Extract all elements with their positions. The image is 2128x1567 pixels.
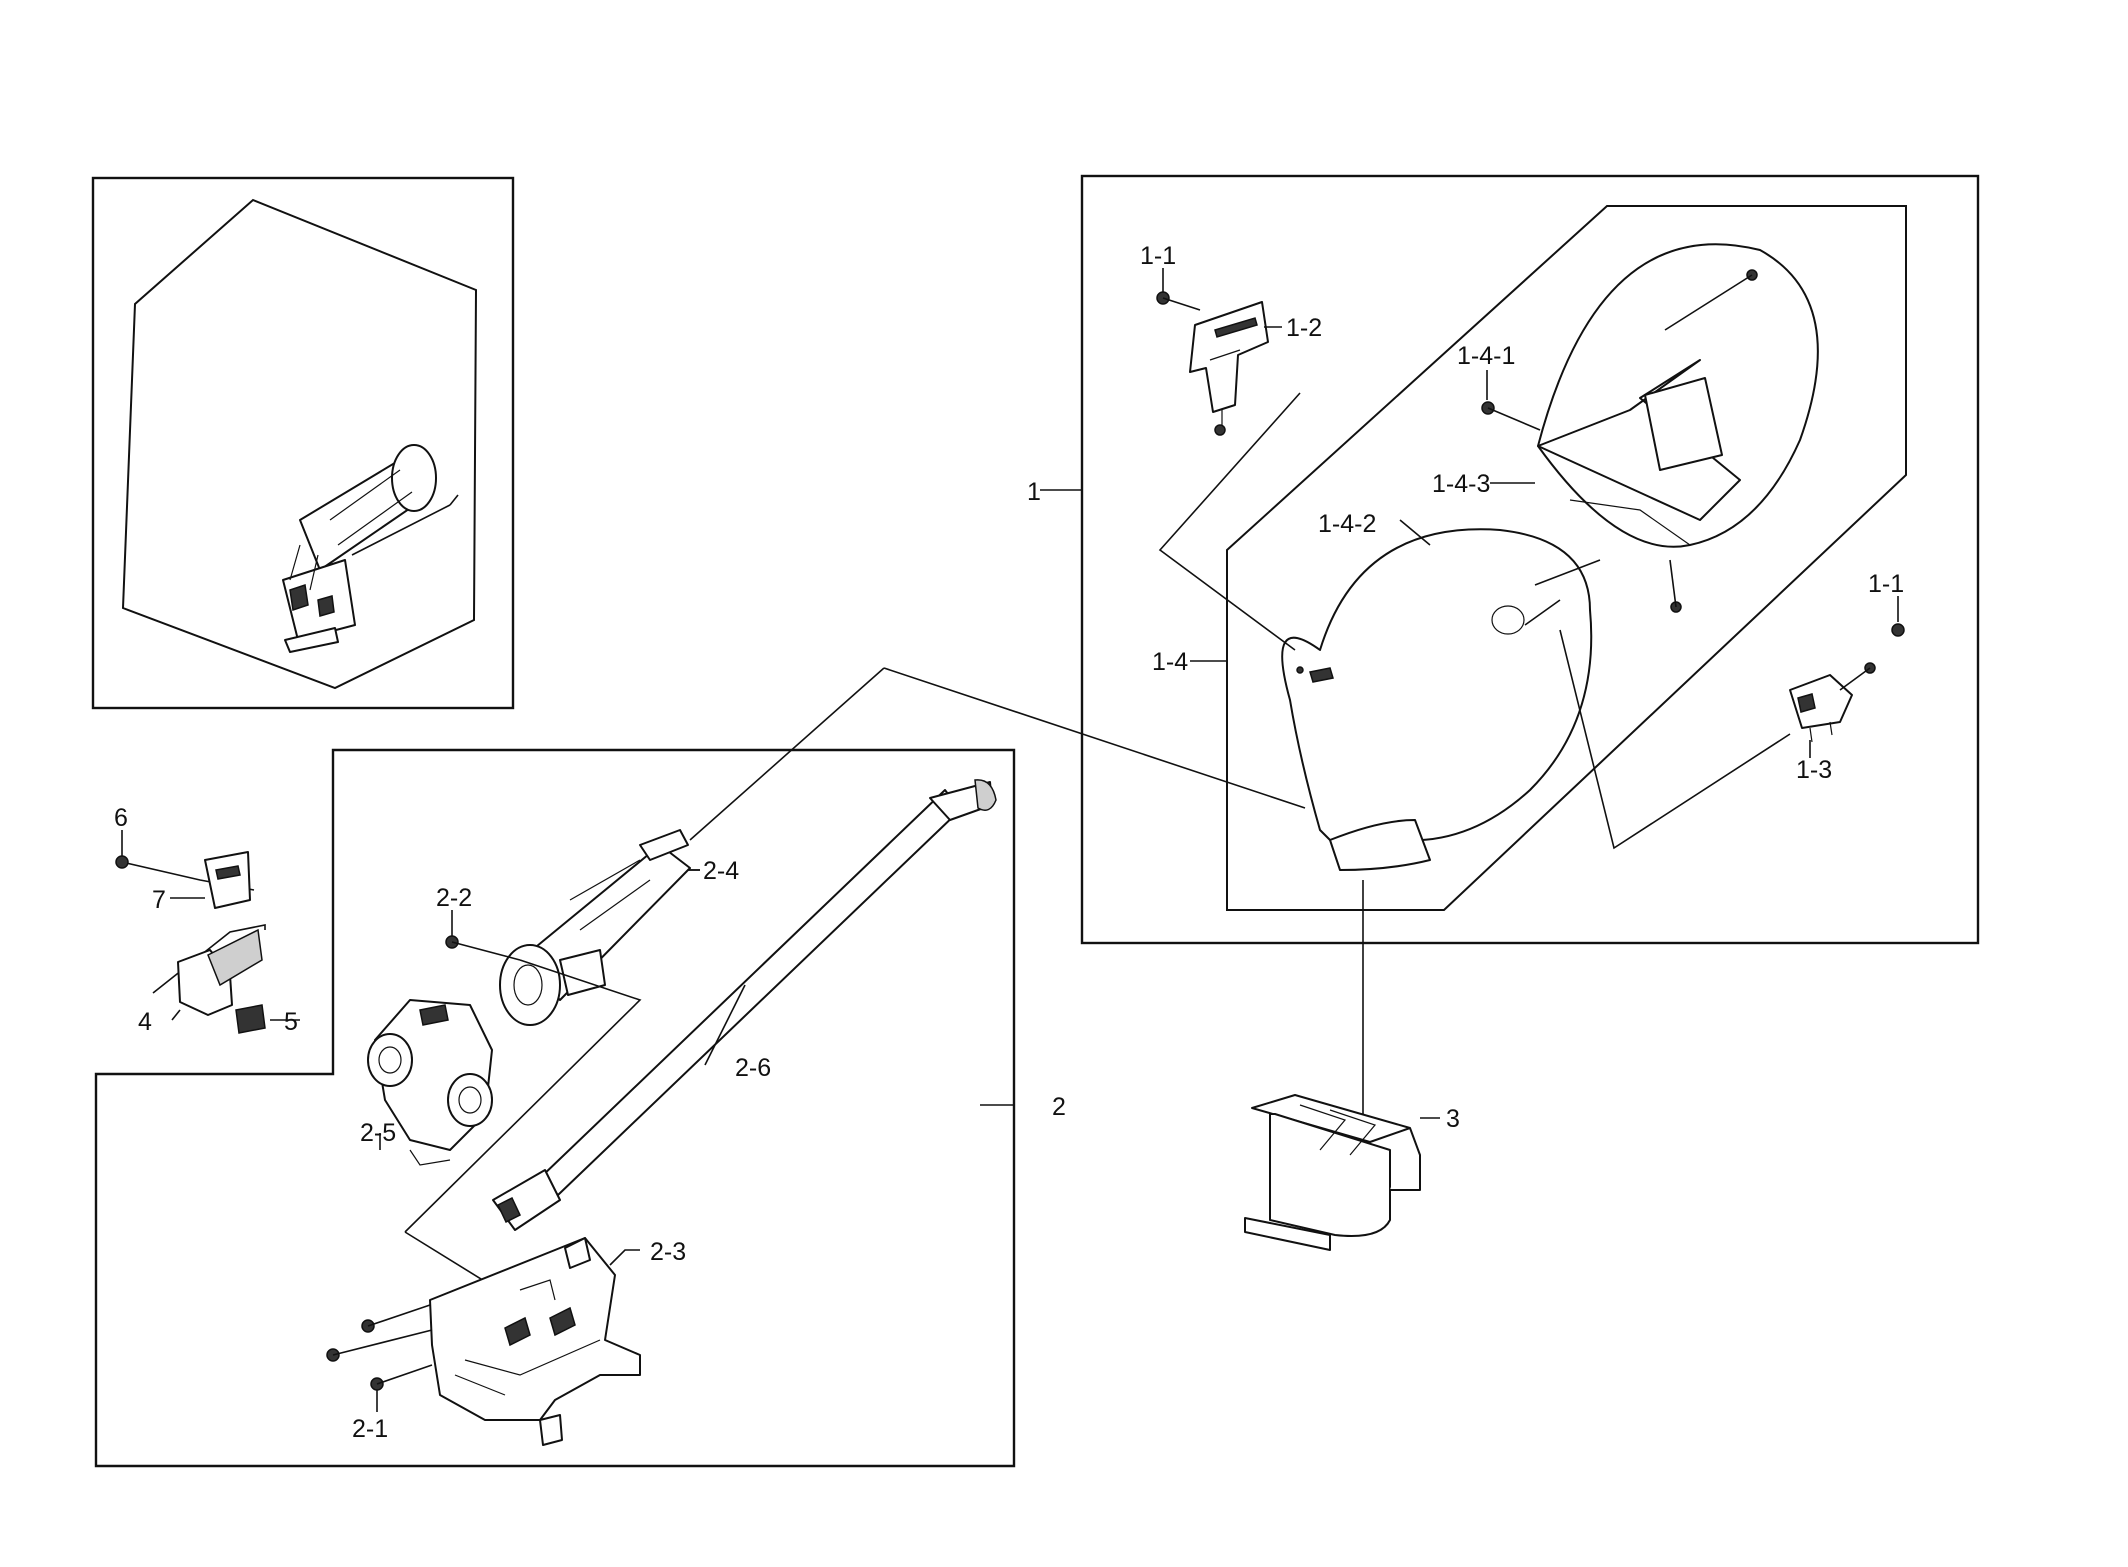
label-1-4-1: 1-4-1 [1457, 342, 1515, 370]
part-1-4-2-front-shell [1281, 528, 1601, 871]
overview-assembly-thumbnail [282, 444, 459, 653]
label-2: 2 [1052, 1093, 1066, 1121]
label-2-1: 2-1 [352, 1415, 388, 1443]
label-7: 7 [152, 886, 166, 914]
label-2-2: 2-2 [436, 884, 472, 912]
screw-1-4-1 [1481, 401, 1541, 431]
part-1-3-thermostat [1789, 623, 1905, 743]
label-1-4-3: 1-4-3 [1432, 470, 1490, 498]
label-6: 6 [114, 804, 128, 832]
screw-1-1-top [1156, 291, 1201, 311]
part-1-2-bracket [1189, 301, 1269, 436]
label-1-1-top: 1-1 [1140, 242, 1176, 270]
label-2-6: 2-6 [735, 1054, 771, 1082]
part-2-4-burner-tube [499, 829, 700, 1026]
callout-labels: 1-1 1-2 1-4-1 1 1-4-3 1-4-2 1-1 1-4 1-3 … [114, 242, 1904, 1443]
label-1-1-right: 1-1 [1868, 570, 1904, 598]
label-1-3: 1-3 [1796, 756, 1832, 784]
overview-panel [91, 176, 515, 710]
callout-leaders [121, 268, 1899, 1412]
label-5: 5 [284, 1008, 298, 1036]
label-4: 4 [138, 1008, 152, 1036]
small-parts-group [115, 851, 300, 1034]
part-3-mount-bracket [1244, 880, 1421, 1251]
screws-2-1 [326, 1304, 433, 1391]
part-2-5-gas-valve [367, 959, 642, 1233]
label-1-2: 1-2 [1286, 314, 1322, 342]
panel-2-gas-valve [94, 748, 1016, 1468]
panel-1-housing [689, 174, 1980, 945]
label-2-3: 2-3 [650, 1238, 686, 1266]
part-1-4-3-rear-shell [1537, 243, 1819, 613]
screw-2-2 [445, 935, 521, 961]
label-2-4: 2-4 [703, 857, 739, 885]
label-1-4: 1-4 [1152, 648, 1188, 676]
label-1-4-2: 1-4-2 [1318, 510, 1376, 538]
label-1: 1 [1027, 478, 1041, 506]
part-2-3-valve-bracket [404, 1231, 641, 1446]
label-2-5: 2-5 [360, 1119, 396, 1147]
label-3: 3 [1446, 1105, 1460, 1133]
part-2-6-gas-pipe [492, 779, 997, 1231]
